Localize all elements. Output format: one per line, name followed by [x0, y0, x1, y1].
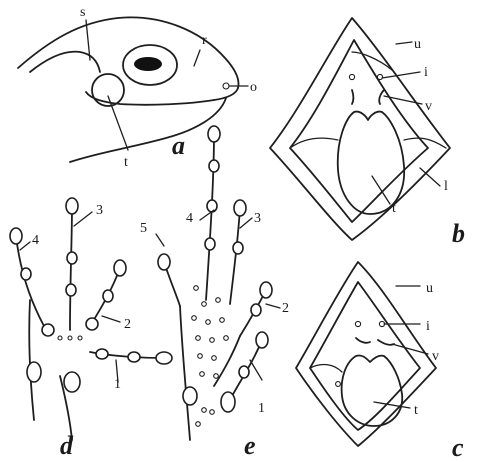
- digit-3-joint: [66, 284, 76, 296]
- digit-3: [70, 206, 72, 330]
- leader-2: [102, 316, 120, 322]
- leader-t: [374, 402, 410, 408]
- vomerine-left: [356, 338, 370, 343]
- digit-4-joint: [205, 238, 215, 250]
- panel-label-d: d: [60, 431, 74, 460]
- digit-4-joint: [207, 200, 217, 212]
- leader-i: [382, 72, 420, 78]
- digit-2-joint: [103, 290, 113, 302]
- label-l: l: [444, 179, 448, 194]
- digit-4-tip: [208, 126, 220, 142]
- digit-4-joint: [21, 268, 31, 280]
- vomerine-left: [352, 90, 354, 104]
- panel-a-head-diagram: s r o t a: [18, 5, 257, 170]
- digit-4-joint: [209, 160, 219, 172]
- nostril: [223, 83, 229, 89]
- leader-2: [266, 304, 280, 308]
- leader-4: [20, 242, 30, 250]
- spot: [336, 382, 341, 387]
- digit-3-tip: [66, 198, 78, 214]
- digit-2-label: 2: [124, 317, 131, 332]
- label-t: t: [392, 201, 396, 216]
- jaw-line: [86, 92, 214, 105]
- palm-outline: [29, 300, 34, 420]
- nostril-right: [377, 74, 382, 79]
- digit-1-tip: [156, 352, 172, 364]
- panel-d-forefoot: 1 2 3 4 d: [10, 198, 172, 460]
- digit-2-base: [86, 318, 98, 330]
- sole-outline: [180, 306, 190, 440]
- panel-c-mouth-diagram: u i v t c: [296, 262, 464, 462]
- digit-3: [230, 208, 240, 304]
- digit-4-tip: [10, 228, 22, 244]
- panel-label-c: c: [452, 433, 464, 462]
- leader-u: [396, 42, 412, 44]
- inner-jaw-outline: [310, 282, 420, 430]
- leader-3: [74, 212, 92, 226]
- palm-tubercle: [64, 372, 80, 392]
- digit-3-joint: [67, 252, 77, 264]
- label-t: t: [414, 403, 418, 418]
- label-u: u: [426, 281, 433, 296]
- panel-label-b: b: [452, 219, 465, 248]
- fold-right: [404, 138, 446, 148]
- leader-5: [156, 234, 164, 246]
- leader-3: [240, 218, 252, 228]
- digit-5-label: 5: [140, 221, 147, 236]
- leader-1: [250, 360, 262, 380]
- digit-5-tip: [158, 254, 170, 270]
- palm-dot: [78, 336, 82, 340]
- palm-tubercle: [27, 362, 41, 382]
- pupil: [134, 57, 162, 71]
- digit-3-label: 3: [96, 203, 103, 218]
- digit-1-joint: [128, 352, 140, 362]
- digit-1-tip: [256, 332, 268, 348]
- tongue: [338, 112, 404, 214]
- panel-b-mouth-diagram: u i v l t b: [270, 18, 465, 248]
- fold-left: [310, 365, 342, 372]
- label-i: i: [424, 65, 428, 80]
- digit-3-tip: [234, 200, 246, 216]
- nostril-left: [355, 321, 360, 326]
- panel-e-hindfoot: 1 2 3 4 5 e: [140, 126, 289, 460]
- palm-dot: [68, 336, 72, 340]
- sole-outline: [214, 336, 240, 386]
- digit-4-base: [42, 324, 54, 336]
- label-v: v: [425, 99, 432, 114]
- label-r: r: [202, 33, 207, 48]
- digit-3-label: 3: [254, 211, 261, 226]
- label-v: v: [432, 349, 439, 364]
- nostril-left: [349, 74, 354, 79]
- tongue: [342, 355, 403, 426]
- digit-4: [206, 134, 214, 300]
- digit-1-joint: [96, 349, 108, 359]
- label-t: t: [124, 155, 128, 170]
- sole-tubercle: [183, 387, 197, 405]
- leader-r: [194, 50, 200, 66]
- label-s: s: [80, 5, 85, 20]
- digit-2-label: 2: [282, 301, 289, 316]
- palm-dot: [58, 336, 62, 340]
- digit-4-label: 4: [186, 211, 193, 226]
- tympanum: [92, 74, 124, 106]
- label-i: i: [426, 319, 430, 334]
- vomerine-right: [379, 90, 384, 104]
- digit-2-tip: [114, 260, 126, 276]
- digit-2-tip: [260, 282, 272, 298]
- digit-4-label: 4: [32, 233, 39, 248]
- lower-jaw-outline: [70, 98, 226, 162]
- digit-2-joint: [251, 304, 261, 316]
- panel-label-e: e: [244, 431, 256, 460]
- label-o: o: [250, 80, 257, 95]
- label-u: u: [414, 37, 421, 52]
- digit-1-joint: [239, 366, 249, 378]
- digit-1-label: 1: [258, 401, 265, 416]
- metatarsal-tubercle: [221, 392, 235, 412]
- panel-label-a: a: [172, 131, 185, 160]
- digit-3-joint: [233, 242, 243, 254]
- digit-1-label: 1: [114, 377, 121, 392]
- leader-v: [384, 96, 422, 104]
